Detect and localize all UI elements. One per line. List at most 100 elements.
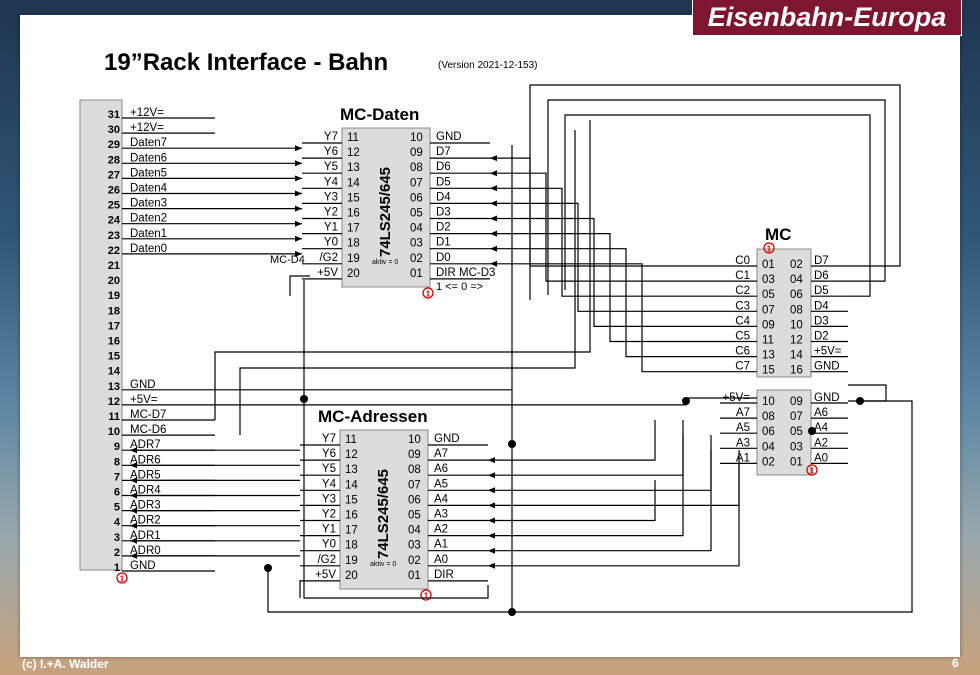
arrow-daten-bus [295, 160, 302, 167]
connector-signal-label: Daten7 [130, 137, 167, 149]
arrow-adr-bus [130, 507, 137, 514]
wire-daten-to-mc [490, 263, 720, 373]
chip-adressen-left-signal: Y0 [322, 539, 336, 551]
mc-upper-right-pin: 12 [790, 335, 803, 347]
chip-adressen-right-signal: A5 [434, 478, 448, 490]
mc-upper-left-signal: C4 [735, 315, 750, 327]
connector-signal-label: ADR7 [130, 439, 161, 451]
chip-adressen-left-pin: 13 [345, 464, 358, 476]
chip-daten-pin1-marker-label: 1 [426, 290, 431, 299]
mc-upper-heading: MC [765, 225, 791, 244]
arrow-daten-to-mc [490, 245, 497, 252]
mc-lower-left-pin: 08 [762, 411, 775, 423]
junction-dot [264, 564, 272, 572]
mc-lower-right-signal: GND [814, 392, 840, 404]
arrow-adr-to-mc [488, 457, 495, 464]
connector-signal-label: Daten2 [130, 213, 167, 225]
arrow-daten-bus [295, 235, 302, 242]
wire-gnd-bottom [267, 400, 913, 613]
connector-pin-number: 22 [108, 245, 120, 257]
connector-signal-label: +5V= [130, 394, 158, 406]
chip-daten-aktiv-note: aktiv = 0 [372, 259, 398, 266]
chip-adressen-right-pin: 02 [408, 555, 421, 567]
mc-lower-pin1-marker [806, 464, 818, 476]
chip-daten-heading: MC-Daten [340, 105, 419, 124]
connector-signal-label: GND [130, 560, 156, 572]
chip-daten-body [341, 127, 431, 288]
connector-pin-number: 28 [108, 154, 120, 166]
copyright-text: (c) I.+A. Walder [22, 657, 109, 671]
mc-upper-left-signal: C5 [735, 331, 750, 343]
connector-pin-number: 7 [114, 471, 120, 483]
wire-adr-to-mc [488, 450, 740, 567]
chip-daten-right-pin: 03 [410, 238, 423, 250]
chip-daten-left-pin: 19 [347, 253, 360, 265]
wire-daten-to-mc [490, 233, 720, 343]
connector-signal-label: Daten1 [130, 228, 167, 240]
mc-upper-body [756, 248, 812, 378]
arrow-adr-bus [130, 447, 137, 454]
chip-daten-dir-note: 1 <= 0 => [436, 281, 483, 293]
connector-pin-number: 2 [114, 547, 120, 559]
chip-adressen-aktiv-note: aktiv = 0 [370, 561, 396, 568]
chip-adressen-left-signal: Y7 [322, 433, 336, 445]
mc-lower-right-signal: A0 [814, 452, 828, 464]
mc-lower-pin1-marker-label: 1 [810, 467, 815, 476]
chip-daten-right-pin: 06 [410, 192, 423, 204]
chip-daten-left-signal: Y1 [324, 222, 338, 234]
chip-adressen-pin1-marker [420, 589, 432, 601]
chip-daten-right-pin: 05 [410, 208, 423, 220]
wire-g2-control [289, 275, 310, 296]
chip-daten-right-signal: D2 [436, 222, 451, 234]
connector-pin-number: 20 [108, 275, 120, 287]
chip-adressen-right-pin: 04 [408, 525, 421, 537]
arrow-adr-to-mc [488, 547, 495, 554]
mc-lower-right-pin: 05 [790, 426, 803, 438]
connector-signal-label: ADR3 [130, 500, 161, 512]
connector-pin-number: 11 [108, 411, 120, 423]
chip-adressen-left-pin: 18 [345, 540, 358, 552]
chip-daten-mc-d4-label: MC-D4 [270, 254, 305, 266]
mc-upper-right-signal: D3 [814, 315, 829, 327]
chip-adressen-left-pin: 11 [345, 434, 357, 446]
arrow-daten-to-mc [490, 200, 497, 207]
chip-adressen-part-number: 74LS245/645 [375, 469, 392, 559]
connector-pin-number: 31 [108, 109, 120, 121]
chip-daten-right-signal: DIR MC-D3 [436, 267, 495, 279]
arrow-adr-bus [130, 537, 137, 544]
connector-pin-number: 8 [114, 456, 120, 468]
mc-upper-right-signal: D5 [814, 285, 829, 297]
wire-5v-rail [215, 397, 757, 406]
mc-upper-left-pin: 07 [762, 304, 775, 316]
connector-pin-number: 21 [108, 260, 120, 272]
wire-daten-to-mc [490, 248, 720, 358]
mc-upper-pin1-marker [763, 242, 775, 254]
chip-adressen-right-signal: A7 [434, 448, 448, 460]
wire-adr-to-mc [488, 450, 712, 491]
arrow-daten-to-mc [490, 215, 497, 222]
junction-dot [808, 427, 816, 435]
chip-daten-right-pin: 01 [410, 268, 423, 280]
wire-daten-to-mc [490, 202, 720, 312]
connector-pin-number: 18 [108, 305, 120, 317]
connector-pin-number: 25 [108, 200, 120, 212]
wire-adr-to-mc [488, 435, 684, 476]
chip-adressen-right-pin: 05 [408, 510, 421, 522]
connector-pin-number: 24 [108, 215, 121, 227]
mc-lower-left-pin: 04 [762, 441, 775, 453]
mc-lower-right-pin: 07 [790, 411, 803, 423]
connector-pin-number: 30 [108, 124, 120, 136]
chip-daten-left-pin: 11 [347, 132, 359, 144]
chip-daten-right-pin: 08 [410, 162, 423, 174]
chip-daten-right-pin: 09 [410, 147, 423, 159]
chip-daten-right-signal: D5 [436, 176, 451, 188]
arrow-adr-bus [130, 477, 137, 484]
wire-adr-to-mc [488, 420, 684, 537]
chip-daten-right-signal: D6 [436, 161, 451, 173]
arrow-adr-to-mc [488, 517, 495, 524]
connector-signal-label: ADR1 [130, 530, 161, 542]
connector-pin-number: 23 [108, 230, 120, 242]
connector-signal-label: GND [130, 379, 156, 391]
mc-lower-right-signal: A6 [814, 407, 828, 419]
